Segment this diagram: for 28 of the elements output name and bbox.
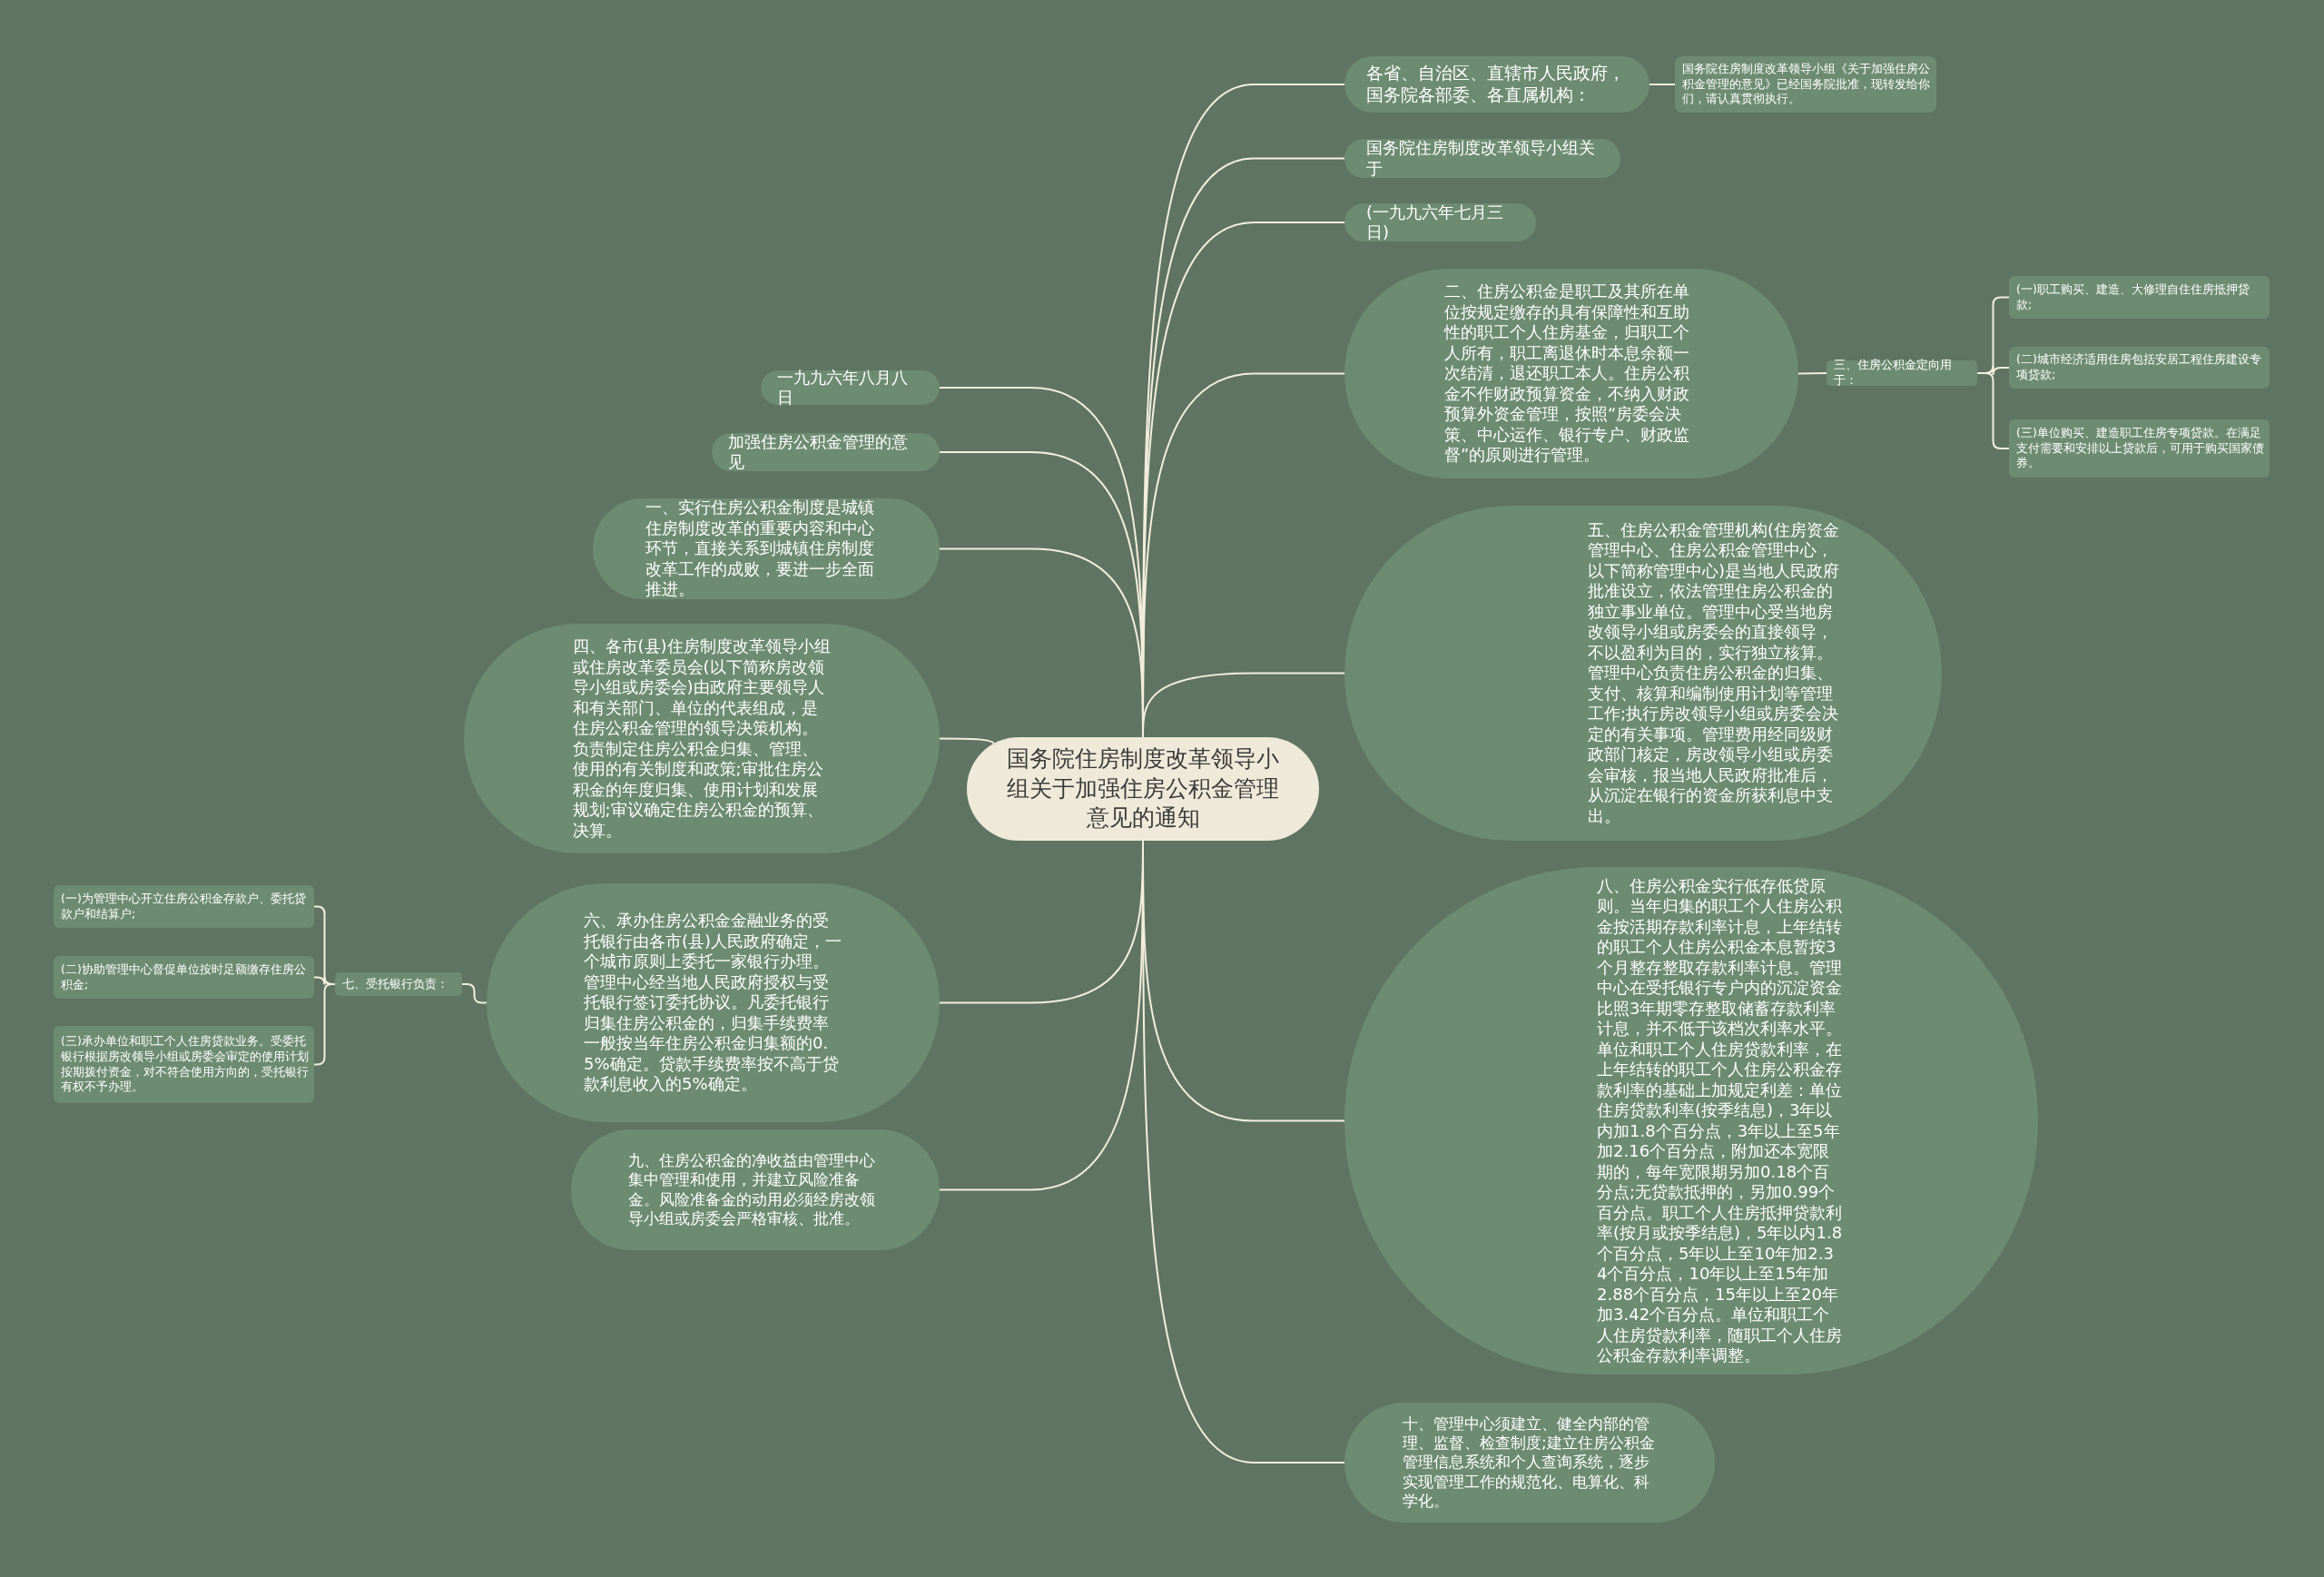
note-box: 三、住房公积金定向用于： xyxy=(1827,360,1977,386)
connector-line xyxy=(939,737,995,745)
central-topic: 国务院住房制度改革领导小组关于加强住房公积金管理意见的通知 xyxy=(967,737,1319,841)
topic-bubble: 一、实行住房公积金制度是城镇住房制度改革的重要内容和中心环节，直接关系到城镇住房制度改革工作的成败，要进一步全面推进。 xyxy=(593,498,940,599)
topic-bubble: 八、住房公积金实行低存低贷原则。当年归集的职工个人住房公积金按活期存款利率计息，上年结转的职工个人住房公积金本息暂按3个月整存整取存款利率计息。管理中心在受托银行专户内的沉淀资金比照3年期零存整取储蓄存款利率计息，并不低于该档次利率水平。单位和职工个人住房贷款利率，在上年结转的职工个人住房公积金存款利率的基础上加规定利差：单位住房贷款利率(按季结息)，3年以内加1.8个百分点，3年以上至5年加2.16个百分点，附加还本宽限期的，每年宽限期另加0.18个百分点;无贷款抵押的，另加0.99个百分点。职工个人住房抵押贷款利率(按月或按季结息)，5年以内1.8个百分点，5年以上至10年加2.34个百分点，10年以上至15年加2.88个百分点，15年以上至20年加3.42个百分点。单位和职工个人住房贷款利率，随职工个人住房公积金存款利率调整。 xyxy=(1344,867,2038,1375)
topic-bubble: 各省、自治区、直辖市人民政府，国务院各部委、各直属机构： xyxy=(1344,56,1649,113)
topic-bubble: 加强住房公积金管理的意见 xyxy=(712,433,940,471)
topic-bubble: 十、管理中心须建立、健全内部的管理、监督、检查制度;建立住房公积金管理信息系统和个人查询系统，逐步实现管理工作的规范化、电算化、科学化。 xyxy=(1344,1403,1715,1523)
note-box: (一)为管理中心开立住房公积金存款户、委托贷款户和结算户; xyxy=(54,885,314,928)
topic-bubble: 五、住房公积金管理机构(住房资金管理中心、住房公积金管理中心，以下简称管理中心)是当地人民政府批准设立，依法管理住房公积金的独立事业单位。管理中心受当地房改领导小组或房委会的直接领导，不以盈利为目的，实行独立核算。管理中心负责住房公积金的归集、支付、核算和编制使用计划等管理工作;执行房改领导小组或房委会决定的有关事项。管理费用经同级财政部门核定，房改领导小组或房委会审核，报当地人民政府批准后，从沉淀在银行的资金所获利息中支出。 xyxy=(1344,506,1942,841)
topic-bubble: 二、住房公积金是职工及其所在单位按规定缴存的具有保障性和互助性的职工个人住房基金，归职工个人所有，职工离退休时本息余额一次结清，退还职工本人。住房公积金不作财政预算资金，不纳入财政预算外资金管理，按照“房委会决策、中心运作、银行专户、财政监督”的原则进行管理。 xyxy=(1344,269,1798,478)
topic-bubble: 四、各市(县)住房制度改革领导小组或住房改革委员会(以下简称房改领导小组或房委会)由政府主要领导人和有关部门、单位的代表组成，是住房公积金管理的领导决策机构。负责制定住房公积金归集、管理、使用的有关制度和政策;审批住房公积金的年度归集、使用计划和发展规划;审议确定住房公积金的预算、决算。 xyxy=(464,624,940,853)
topic-bubble: 一九九六年八月八日 xyxy=(761,370,940,405)
note-box: (二)城市经济适用住房包括安居工程住房建设专项贷款; xyxy=(2009,347,2270,389)
connector-line xyxy=(1976,372,2010,449)
note-box: 七、受托银行负责： xyxy=(335,972,462,996)
note-box: 国务院住房制度改革领导小组《关于加强住房公积金管理的意见》已经国务院批准，现转发给你们，请认真贯彻执行。 xyxy=(1675,56,1936,113)
topic-bubble: 六、承办住房公积金金融业务的受托银行由各市(县)人民政府确定，一个城市原则上委托一家银行办理。管理中心经当地人民政府授权与受托银行签订委托协议。凡委托银行归集住房公积金的，归集手续费率一般按当年住房公积金归集额的0.5%确定。贷款手续费率按不高于贷款利息收入的5%确定。 xyxy=(487,883,940,1122)
topic-bubble: 国务院住房制度改革领导小组关于 xyxy=(1344,139,1620,178)
connector-line xyxy=(1649,84,1676,85)
topic-bubble: (一九九六年七月三日) xyxy=(1344,203,1536,241)
note-box: (一)职工购买、建造、大修理自住住房抵押贷款; xyxy=(2009,276,2270,319)
note-box: (二)协助管理中心督促单位按时足额缴存住房公积金; xyxy=(54,956,314,999)
note-box: (三)承办单位和职工个人住房贷款业务。受委托银行根据房改领导小组或房委会审定的使用计划按期拨付资金，对不符合使用方向的，受托银行有权不予办理。 xyxy=(54,1026,314,1103)
connector-line xyxy=(1797,372,1827,375)
connector-line xyxy=(461,983,487,1004)
note-box: (三)单位购买、建造职工住房专项贷款。在满足支付需要和安排以上贷款后，可用于购买国家债券。 xyxy=(2009,419,2270,478)
topic-bubble: 九、住房公积金的净收益由管理中心集中管理和使用，并建立风险准备金。风险准备金的动用必须经房改领导小组或房委会严格审核、批准。 xyxy=(571,1129,940,1250)
